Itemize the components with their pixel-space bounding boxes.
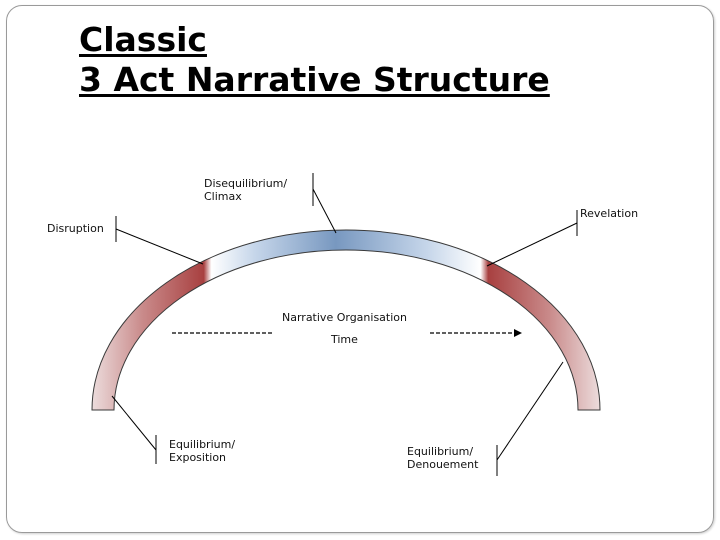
label-equilibrium-denouement: Equilibrium/ Denouement (407, 445, 478, 471)
label-exposition-line1: Equilibrium/ (169, 438, 236, 451)
climax-leader-line (312, 188, 337, 234)
label-time: Time (331, 333, 358, 346)
revelation-leader-line (486, 222, 578, 267)
label-disequilibrium-line1: Disequilibrium/ (204, 177, 288, 190)
disruption-leader-line (115, 228, 204, 265)
label-disruption: Disruption (47, 222, 104, 235)
time-axis-arrowhead (514, 329, 522, 337)
label-exposition-line2: Exposition (169, 451, 227, 464)
label-equilibrium-exposition: Equilibrium/ Exposition (169, 438, 235, 464)
denouement-leader-line (496, 361, 564, 461)
label-narrative-organisation: Narrative Organisation (282, 311, 407, 324)
label-disequilibrium-climax: Disequilibrium/ Climax (204, 177, 287, 203)
title-line-2: 3 Act Narrative Structure (79, 60, 550, 99)
label-revelation: Revelation (580, 207, 639, 220)
page-title: Classic 3 Act Narrative Structure (79, 20, 550, 100)
label-denouement-line1: Equilibrium/ (407, 445, 474, 458)
exposition-leader-line (111, 395, 157, 451)
title-line-1: Classic (79, 20, 207, 59)
narrative-arc-band (91, 229, 601, 411)
label-denouement-line2: Denouement (407, 458, 479, 471)
label-disequilibrium-line2: Climax (204, 190, 242, 203)
slide-frame (6, 5, 714, 533)
